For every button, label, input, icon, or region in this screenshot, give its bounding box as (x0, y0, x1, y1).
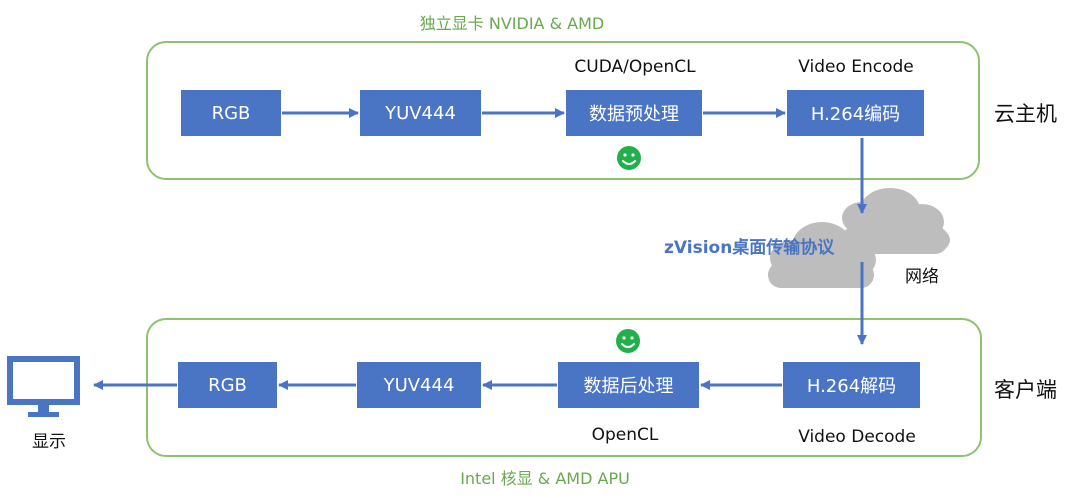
cloud-host-box (146, 41, 980, 180)
cloud-yuv-node: YUV444 (360, 90, 481, 136)
preprocess-caption: CUDA/OpenCL (574, 57, 696, 77)
protocol-label: zVision桌面传输协议 (664, 238, 835, 258)
cloud-icon (768, 222, 876, 288)
network-label: 网络 (905, 267, 939, 287)
smiley-icon (617, 146, 641, 170)
cloud-host-label: 云主机 (994, 102, 1057, 126)
postprocess-node: 数据后处理 (558, 362, 699, 408)
cloud-rgb-node: RGB (181, 90, 281, 136)
encode-node: H.264编码 (787, 90, 924, 136)
client-box (146, 318, 982, 457)
display-label: 显示 (32, 432, 66, 452)
preprocess-node: 数据预处理 (566, 90, 702, 136)
monitor-icon (7, 356, 80, 417)
client-rgb-node: RGB (178, 362, 277, 408)
client-yuv-node: YUV444 (357, 362, 481, 408)
decode-node: H.264解码 (783, 362, 920, 408)
smiley-icon (616, 329, 640, 353)
decode-caption: Video Decode (798, 427, 916, 447)
cloud-host-title: 独立显卡 NVIDIA & AMD (419, 14, 605, 33)
cloud-icon (842, 188, 950, 254)
client-title: Intel 核显 & AMD APU (460, 469, 630, 488)
client-label: 客户端 (994, 378, 1057, 402)
postprocess-caption: OpenCL (591, 425, 659, 445)
encode-caption: Video Encode (798, 57, 914, 77)
